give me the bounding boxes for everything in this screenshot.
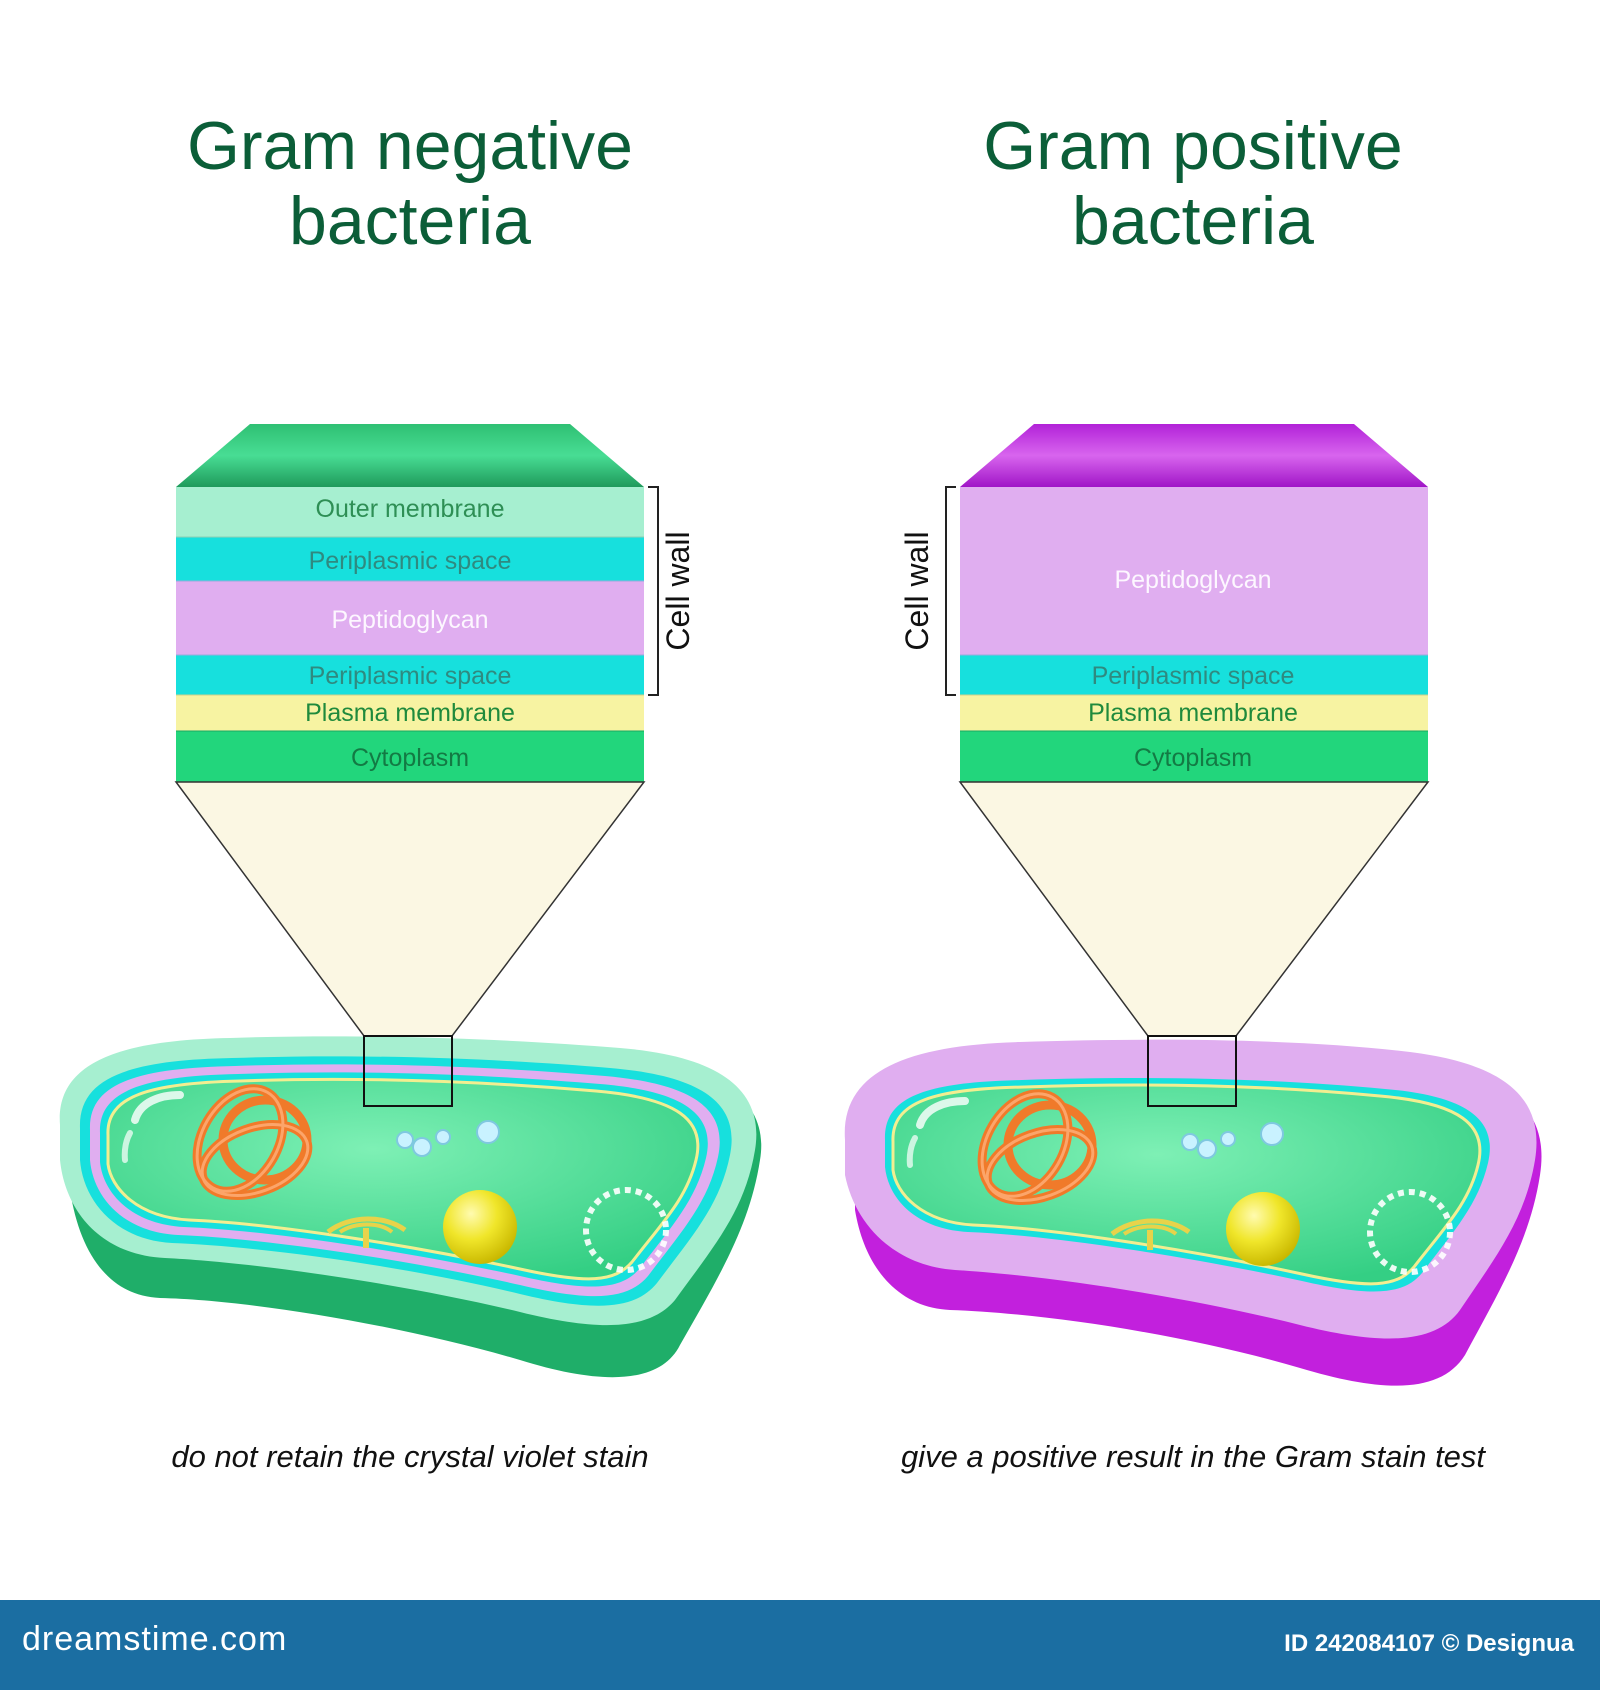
- gram-positive-title-line2: bacteria: [1072, 183, 1314, 259]
- gram-negative-plasma-membrane-layer: [176, 695, 644, 731]
- gp-dna-ring-icon: [1367, 1189, 1453, 1275]
- gn-granule-icon: [443, 1190, 517, 1264]
- gram-negative-cell-wall-label: Cell wall: [660, 531, 696, 650]
- gram-positive-cell-wall-bracket: [945, 486, 956, 696]
- gram-negative-cytoplasm-layer: [176, 731, 644, 782]
- gram-positive-caption: give a positive result in the Gram stain…: [901, 1439, 1486, 1474]
- label-peptidoglycan: Peptidoglycan: [331, 606, 488, 634]
- gram-negative-periplasmic-space-layer: [176, 537, 644, 581]
- label-periplasmic-space: Periplasmic space: [309, 547, 512, 575]
- gram-negative-bacterium: [59, 1035, 762, 1378]
- label-periplasmic-space-inner: Periplasmic space: [309, 662, 512, 690]
- gram-negative-title-line2: bacteria: [289, 183, 531, 259]
- gram-negative-caption: do not retain the crystal violet stain: [171, 1439, 648, 1474]
- gp-vesicles-icon: [1181, 1122, 1284, 1159]
- gram-positive-panel: Gram positive bacteria Peptidoglycan Per…: [844, 108, 1542, 1474]
- gram-negative-panel: Gram negative bacteria Outer membrane Pe…: [59, 108, 762, 1474]
- gp-zoom-square: [1147, 1035, 1237, 1107]
- gram-positive-plasma-membrane-layer: [960, 695, 1428, 731]
- gram-positive-peptidoglycan-layer: [960, 487, 1428, 655]
- gn-flagellum-base-icon: [326, 1216, 407, 1248]
- gram-negative-zoom-cone: [174, 781, 646, 1037]
- gram-diagram: Gram negative bacteria Outer membrane Pe…: [59, 108, 1542, 1474]
- gn-zoom-square: [363, 1035, 453, 1107]
- label-peptidoglycan-positive: Peptidoglycan: [1114, 566, 1271, 594]
- label-periplasmic-space-positive: Periplasmic space: [1092, 662, 1295, 690]
- gn-vesicles-icon: [396, 1120, 500, 1157]
- gram-negative-peptidoglycan-layer: [176, 581, 644, 655]
- gram-negative-title-line1: Gram negative: [187, 108, 633, 184]
- gram-positive-zoom-cone: [958, 781, 1430, 1037]
- footer-brand[interactable]: dreamstime.com: [22, 1620, 288, 1658]
- gram-negative-block-top: [176, 424, 644, 487]
- footer-bar: dreamstime.com ID 242084107 © Designua: [0, 1600, 1600, 1690]
- gram-negative-cell-wall-bracket: [648, 486, 659, 696]
- gp-flagellum-base-icon: [1110, 1218, 1191, 1250]
- gram-positive-title-line1: Gram positive: [983, 108, 1402, 184]
- footer-credit: ID 242084107 © Designua: [1284, 1630, 1574, 1657]
- gn-dna-ring-icon: [583, 1187, 669, 1273]
- label-plasma-membrane-positive: Plasma membrane: [1088, 699, 1298, 727]
- gp-granule-icon: [1226, 1192, 1300, 1266]
- gram-positive-periplasmic-space-layer: [960, 655, 1428, 695]
- gram-negative-outer-membrane-layer: [176, 487, 644, 537]
- label-plasma-membrane: Plasma membrane: [305, 699, 515, 727]
- label-cytoplasm-positive: Cytoplasm: [1134, 744, 1252, 772]
- gram-positive-cytoplasm-layer: [960, 731, 1428, 782]
- label-outer-membrane: Outer membrane: [316, 495, 505, 523]
- gram-positive-cell-wall-label: Cell wall: [899, 531, 935, 650]
- gram-positive-block-top: [960, 424, 1428, 487]
- gram-positive-bacterium: [844, 1035, 1542, 1386]
- gram-negative-periplasmic-space-inner-layer: [176, 655, 644, 695]
- label-cytoplasm: Cytoplasm: [351, 744, 469, 772]
